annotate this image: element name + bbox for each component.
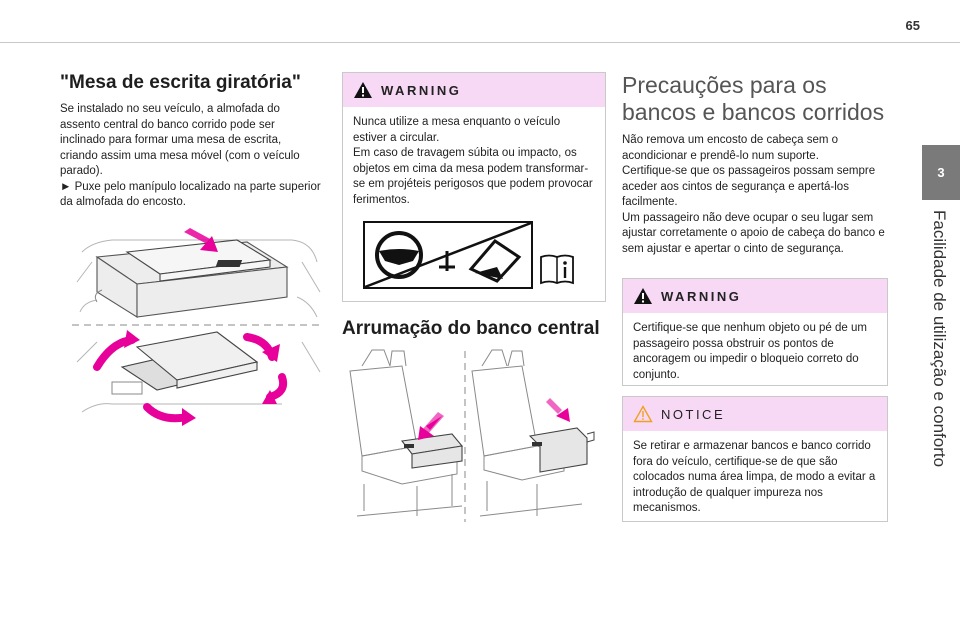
writing-table-text: Se instalado no seu veículo, a almofada … bbox=[60, 102, 322, 211]
warning-body: Certifique-se que nenhum objeto ou pé de… bbox=[623, 313, 887, 391]
notice-triangle-icon bbox=[633, 405, 653, 423]
paragraph: Um passageiro não deve ocupar o seu luga… bbox=[622, 211, 885, 255]
warning-label: WARNING bbox=[661, 288, 742, 304]
central-seat-storage-illustration bbox=[349, 349, 595, 522]
notice-box: NOTICE Se retirar e armazenar bancos e b… bbox=[622, 396, 888, 522]
warning-body: Nunca utilize a mesa enquanto o veículo … bbox=[343, 107, 605, 216]
warning-label: WARNING bbox=[381, 82, 462, 98]
manual-book-icon bbox=[540, 254, 574, 285]
paragraph: Não remova um encosto de cabeça sem o ac… bbox=[622, 134, 839, 162]
paragraph: Certifique-se que nenhum objeto ou pé de… bbox=[633, 322, 867, 381]
notice-header: NOTICE bbox=[623, 397, 887, 431]
paragraph: Se retirar e armazenar bancos e banco co… bbox=[633, 440, 876, 514]
warning-header: WARNING bbox=[343, 73, 605, 107]
page-number: 65 bbox=[905, 18, 920, 33]
paragraph: Em caso de travagem súbita ou impacto, o… bbox=[353, 147, 593, 206]
notice-body: Se retirar e armazenar bancos e banco co… bbox=[623, 431, 887, 525]
column-3: Precauções para os bancos e bancos corri… bbox=[622, 72, 888, 257]
paragraph: Certifique-se que os passageiros possam … bbox=[622, 165, 876, 208]
paragraph: Nunca utilize a mesa enquanto o veículo … bbox=[353, 116, 561, 144]
chapter-title: Facilidade de utilização e conforto bbox=[930, 210, 949, 468]
chapter-tab-number: 3 bbox=[937, 165, 945, 180]
warning-box-anchorage: WARNING Certifique-se que nenhum objeto … bbox=[622, 278, 888, 386]
paragraph: Se instalado no seu veículo, a almofada … bbox=[60, 103, 300, 177]
writing-table-illustration bbox=[72, 228, 322, 426]
precautions-text: Não remova um encosto de cabeça sem o ac… bbox=[622, 133, 888, 257]
paragraph: ► Puxe pelo manípulo localizado na parte… bbox=[60, 180, 321, 209]
section-heading-writing-table: "Mesa de escrita giratória" bbox=[60, 72, 301, 93]
chapter-tab[interactable]: 3 bbox=[922, 145, 960, 200]
warning-header: WARNING bbox=[623, 279, 887, 313]
warning-box-table: WARNING Nunca utilize a mesa enquanto o … bbox=[342, 72, 606, 302]
column-1: "Mesa de escrita giratória" Se instalado… bbox=[60, 72, 322, 211]
warning-triangle-icon bbox=[354, 82, 372, 98]
section-heading-central-seat: Arrumação do banco central bbox=[342, 318, 600, 339]
notice-label: NOTICE bbox=[661, 406, 726, 422]
no-steering-wheel-table-icon bbox=[363, 221, 533, 289]
header-rule bbox=[0, 42, 960, 43]
warning-triangle-icon bbox=[634, 288, 652, 304]
section-heading-precautions: Precauções para os bancos e bancos corri… bbox=[622, 72, 885, 125]
